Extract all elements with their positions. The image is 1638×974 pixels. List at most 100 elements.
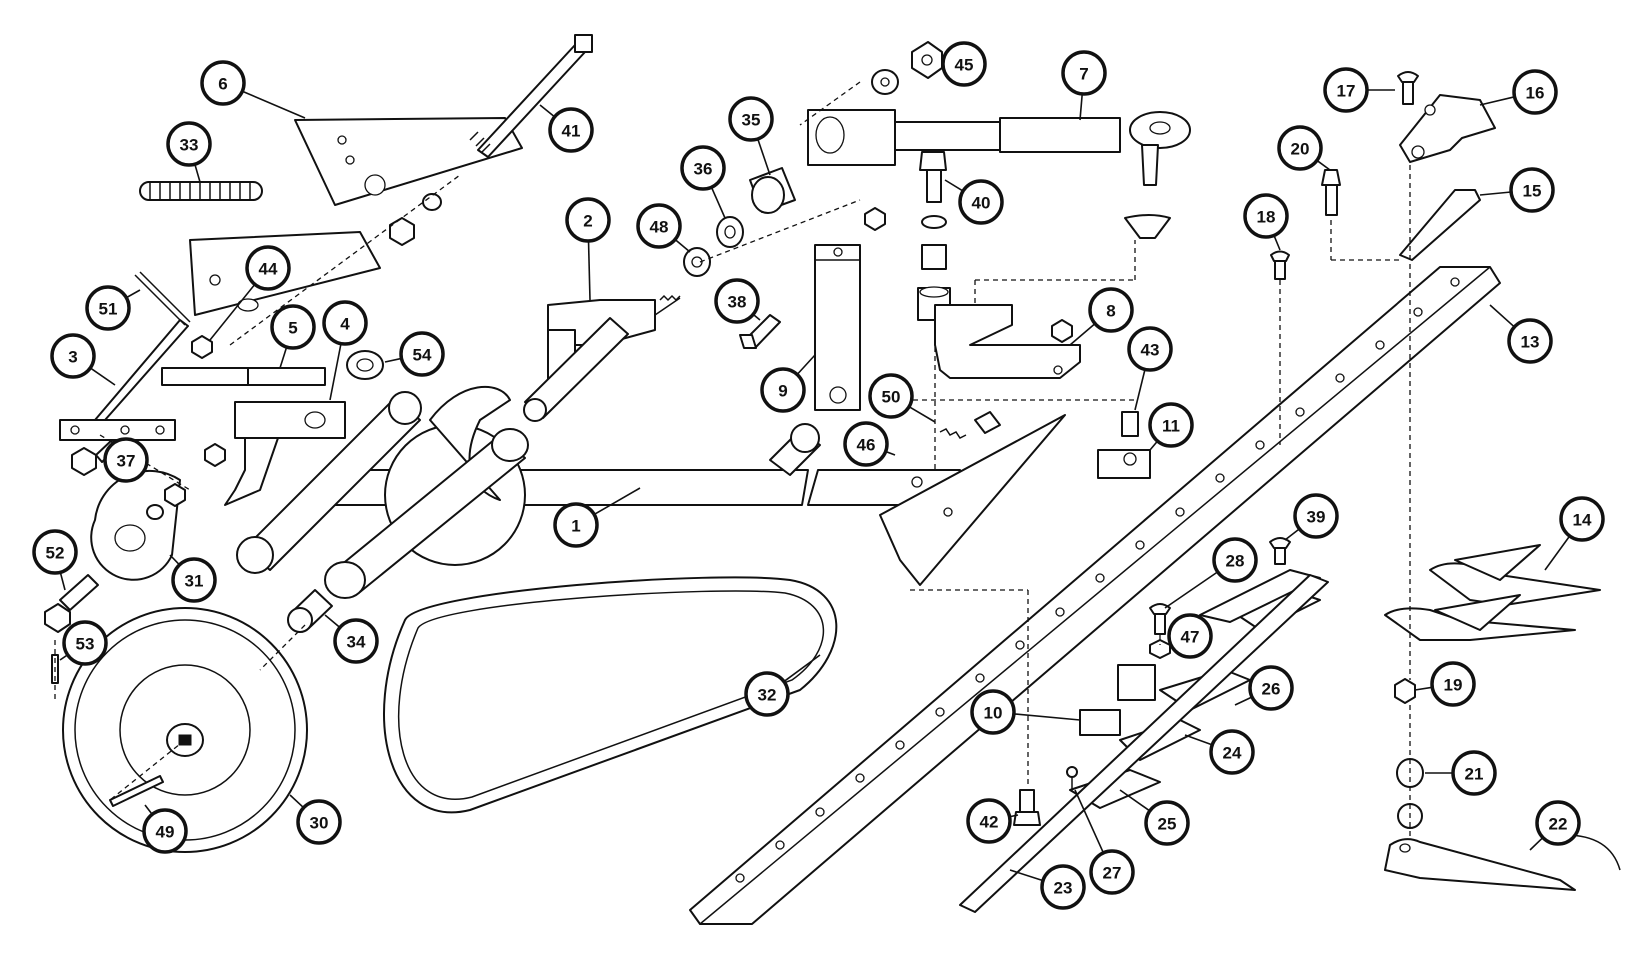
nut-19 (1394, 678, 1416, 704)
callout-circle (958, 179, 1004, 225)
callout-circle (1088, 287, 1134, 333)
callout-number: 34 (347, 633, 366, 652)
callout-number: 33 (180, 136, 199, 155)
leader-line-3 (89, 367, 116, 386)
leader-line-8 (1069, 323, 1096, 346)
bolt-18 (1270, 250, 1290, 280)
callout-circle (744, 671, 790, 717)
callout-number: 41 (562, 122, 581, 141)
leader-line-40 (944, 179, 964, 192)
washer-48 (683, 247, 711, 277)
callout-number: 14 (1573, 511, 1592, 530)
bolt-20 (1321, 169, 1341, 216)
leader-line-28 (1164, 571, 1219, 609)
callout-number: 6 (218, 75, 227, 94)
callout-circle (1061, 50, 1107, 96)
leader-line-34 (324, 614, 341, 629)
callout-number: 3 (68, 348, 77, 367)
leader-line-30 (289, 794, 305, 809)
small-nut-46 (864, 207, 886, 231)
callout-38: 38 (714, 278, 760, 324)
nut-44 (191, 335, 213, 359)
callout-number: 15 (1523, 182, 1542, 201)
callout-circle (166, 121, 212, 167)
leader-line-49 (144, 804, 153, 815)
callout-circle (728, 96, 774, 142)
v-belt (383, 576, 838, 814)
callout-number: 44 (259, 260, 278, 279)
callout-50: 50 (868, 373, 914, 419)
callout-number: 19 (1444, 676, 1463, 695)
leader-line-33 (194, 163, 201, 183)
callout-number: 36 (694, 160, 713, 179)
leader-line-31 (169, 554, 181, 566)
callout-circle (85, 285, 131, 331)
guard-cover (90, 469, 181, 581)
clip-22 (1384, 834, 1621, 891)
leader-line-23 (1009, 869, 1044, 882)
bolt-stack-40 (917, 151, 951, 321)
leader-line-15 (1479, 191, 1512, 196)
callout-circle (1507, 318, 1553, 364)
callout-number: 49 (156, 823, 175, 842)
callout-number: 53 (76, 635, 95, 654)
callout-11: 11 (1148, 402, 1194, 448)
callout-number: 32 (758, 686, 777, 705)
stud-52 (44, 574, 99, 633)
callout-16: 16 (1512, 69, 1558, 115)
callout-circle (1127, 326, 1173, 372)
callout-20: 20 (1277, 125, 1323, 171)
callout-number: 11 (1162, 417, 1180, 436)
callout-circle (714, 278, 760, 324)
callout-circle (296, 799, 342, 845)
callout-circle (62, 620, 108, 666)
bolt-17 (1397, 71, 1419, 105)
callout-number: 45 (955, 56, 974, 75)
callout-circle (1451, 750, 1497, 796)
nut-left-frame (389, 193, 442, 246)
callout-4: 4 (322, 300, 368, 346)
leader-line-26 (1234, 696, 1253, 706)
callout-48: 48 (636, 203, 682, 249)
u-bracket (934, 304, 1081, 379)
callout-number: 28 (1226, 552, 1245, 571)
callout-circle (1148, 402, 1194, 448)
callout-number: 35 (742, 111, 761, 130)
callout-1: 1 (553, 502, 599, 548)
callout-circle (1277, 125, 1323, 171)
tie-rod (807, 109, 1191, 186)
callout-number: 9 (778, 382, 787, 401)
callout-23: 23 (1040, 864, 1086, 910)
callout-32: 32 (744, 671, 790, 717)
callout-18: 18 (1243, 193, 1289, 239)
nut-small-left (146, 443, 226, 520)
callout-number: 38 (728, 293, 747, 312)
callout-circle (680, 145, 726, 191)
leader-line-19 (1414, 686, 1433, 691)
leader-line-54 (384, 357, 402, 363)
callout-number: 2 (583, 212, 592, 231)
leader-line-7 (1079, 93, 1084, 121)
callout-number: 18 (1257, 208, 1276, 227)
callout-31: 31 (171, 557, 217, 603)
bar-holes (735, 277, 1460, 883)
callout-number: 20 (1291, 140, 1310, 159)
callout-number: 27 (1103, 864, 1122, 883)
callout-circle (1509, 167, 1555, 213)
callout-circle (245, 245, 291, 291)
callout-35: 35 (728, 96, 774, 142)
bearing-housing (523, 294, 681, 422)
callout-number: 17 (1337, 82, 1356, 101)
leader-line-32 (783, 654, 821, 683)
callout-number: 10 (984, 704, 1003, 723)
callout-number: 54 (413, 346, 432, 365)
callout-51: 51 (85, 285, 131, 331)
callout-circle (32, 529, 78, 575)
leader-line-11 (1149, 440, 1159, 451)
clamp-block (1097, 449, 1151, 479)
small-nut (1051, 319, 1073, 343)
callout-number: 40 (972, 194, 991, 213)
slide-block (161, 367, 326, 386)
coil-spring (139, 181, 263, 201)
leader-line-24 (1184, 734, 1213, 746)
